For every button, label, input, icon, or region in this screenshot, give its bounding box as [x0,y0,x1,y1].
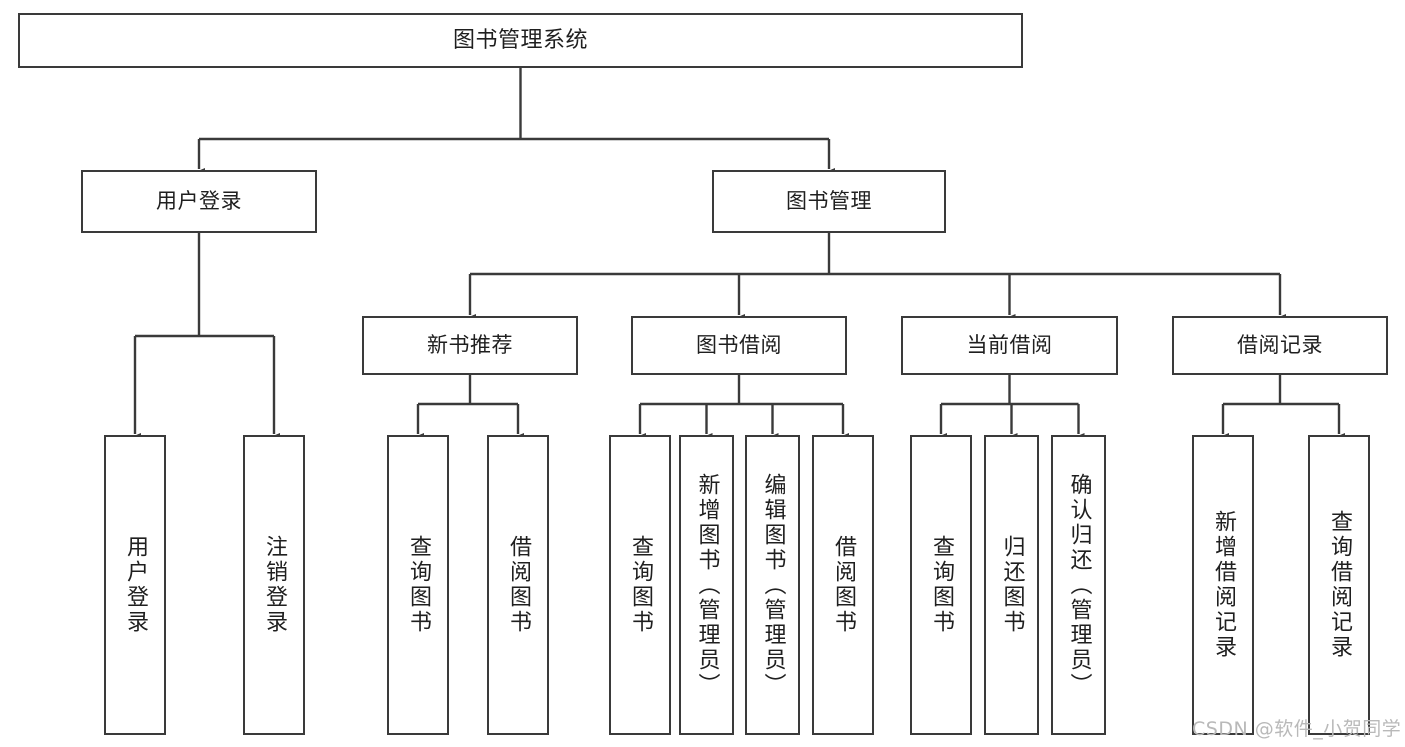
node-leaf-user-login-label: 用户登录 [123,535,148,635]
node-leaf-query-book-recommend[interactable]: 查询图书 [387,435,449,735]
node-leaf-confirm-return-admin-label: 确认归还（管理员） [1066,472,1092,698]
node-book-borrow[interactable]: 图书借阅 [631,316,847,375]
node-leaf-query-book[interactable]: 查询图书 [609,435,671,735]
node-leaf-query-borrow-record-label: 查询借阅记录 [1327,510,1352,660]
node-current-borrow[interactable]: 当前借阅 [901,316,1118,375]
node-new-book-recommend[interactable]: 新书推荐 [362,316,578,375]
node-new-book-recommend-label: 新书推荐 [427,333,513,358]
node-book-borrow-label: 图书借阅 [696,333,782,358]
node-book-management[interactable]: 图书管理 [712,170,946,233]
node-leaf-edit-book-admin[interactable]: 编辑图书（管理员） [745,435,800,735]
node-leaf-borrow-book-recommend[interactable]: 借阅图书 [487,435,549,735]
node-leaf-user-login[interactable]: 用户登录 [104,435,166,735]
node-leaf-edit-book-admin-label: 编辑图书（管理员） [760,472,786,698]
node-leaf-user-logout[interactable]: 注销登录 [243,435,305,735]
node-leaf-query-borrow-record[interactable]: 查询借阅记录 [1308,435,1370,735]
node-book-management-label: 图书管理 [786,189,872,214]
node-leaf-borrow-book-label: 借阅图书 [831,535,856,635]
node-leaf-user-logout-label: 注销登录 [262,535,287,635]
node-leaf-query-book-current-label: 查询图书 [929,535,954,635]
node-leaf-add-borrow-record[interactable]: 新增借阅记录 [1192,435,1254,735]
node-leaf-add-book-admin[interactable]: 新增图书（管理员） [679,435,734,735]
node-leaf-borrow-book-recommend-label: 借阅图书 [506,535,531,635]
node-leaf-add-book-admin-label: 新增图书（管理员） [694,472,720,698]
node-user-login[interactable]: 用户登录 [81,170,317,233]
node-leaf-query-book-recommend-label: 查询图书 [406,535,431,635]
node-root[interactable]: 图书管理系统 [18,13,1023,68]
node-borrow-record[interactable]: 借阅记录 [1172,316,1388,375]
node-root-label: 图书管理系统 [452,27,588,53]
node-current-borrow-label: 当前借阅 [966,333,1053,358]
node-leaf-borrow-book[interactable]: 借阅图书 [812,435,874,735]
node-leaf-query-book-label: 查询图书 [628,535,653,635]
node-borrow-record-label: 借阅记录 [1237,333,1323,358]
node-leaf-return-book-label: 归还图书 [999,535,1025,635]
node-user-login-label: 用户登录 [156,189,242,214]
node-leaf-confirm-return-admin[interactable]: 确认归还（管理员） [1051,435,1106,735]
node-leaf-query-book-current[interactable]: 查询图书 [910,435,972,735]
node-leaf-add-borrow-record-label: 新增借阅记录 [1211,510,1236,660]
node-leaf-return-book[interactable]: 归还图书 [984,435,1039,735]
